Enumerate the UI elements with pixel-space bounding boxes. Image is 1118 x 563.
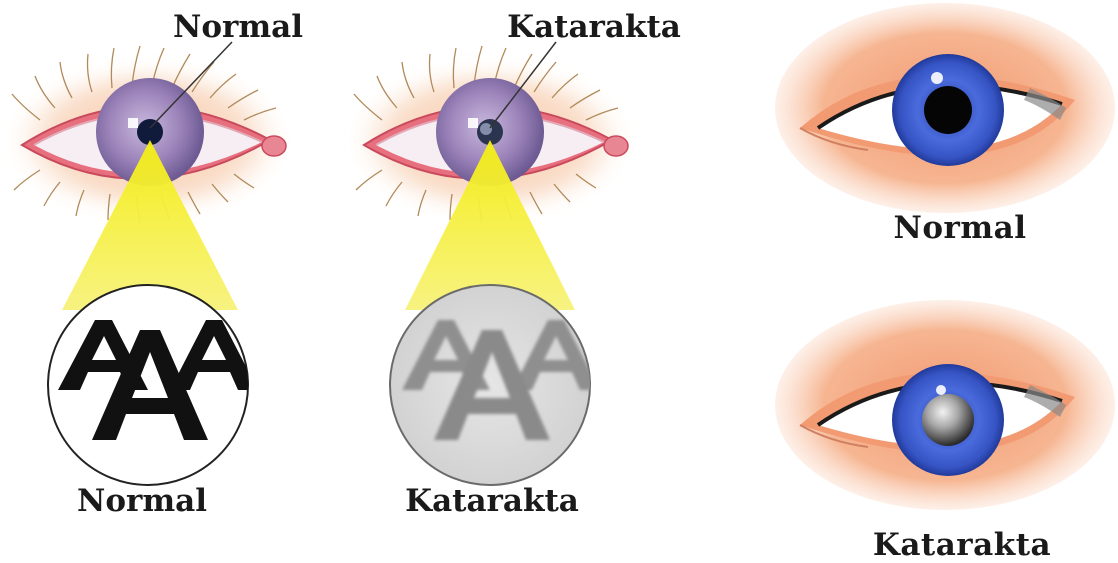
cloudy-lens-icon xyxy=(480,123,492,135)
label-right-bottom-katarakta: Katarakta xyxy=(873,530,1051,561)
label-left-bottom-normal: Normal xyxy=(77,486,207,517)
normal-vision-lens xyxy=(48,285,258,485)
label-center-top-katarakta: Katarakta xyxy=(507,12,681,43)
label-left-top-normal: Normal xyxy=(173,12,303,43)
cataract-vision-lens xyxy=(390,285,600,485)
label-right-top-normal: Normal xyxy=(893,213,1026,244)
cloudy-pupil-icon xyxy=(922,394,974,446)
label-center-bottom-katarakta: Katarakta xyxy=(405,486,579,517)
pupil-icon xyxy=(924,86,972,134)
right-cataract-eye xyxy=(775,300,1115,510)
right-normal-eye xyxy=(775,3,1115,213)
